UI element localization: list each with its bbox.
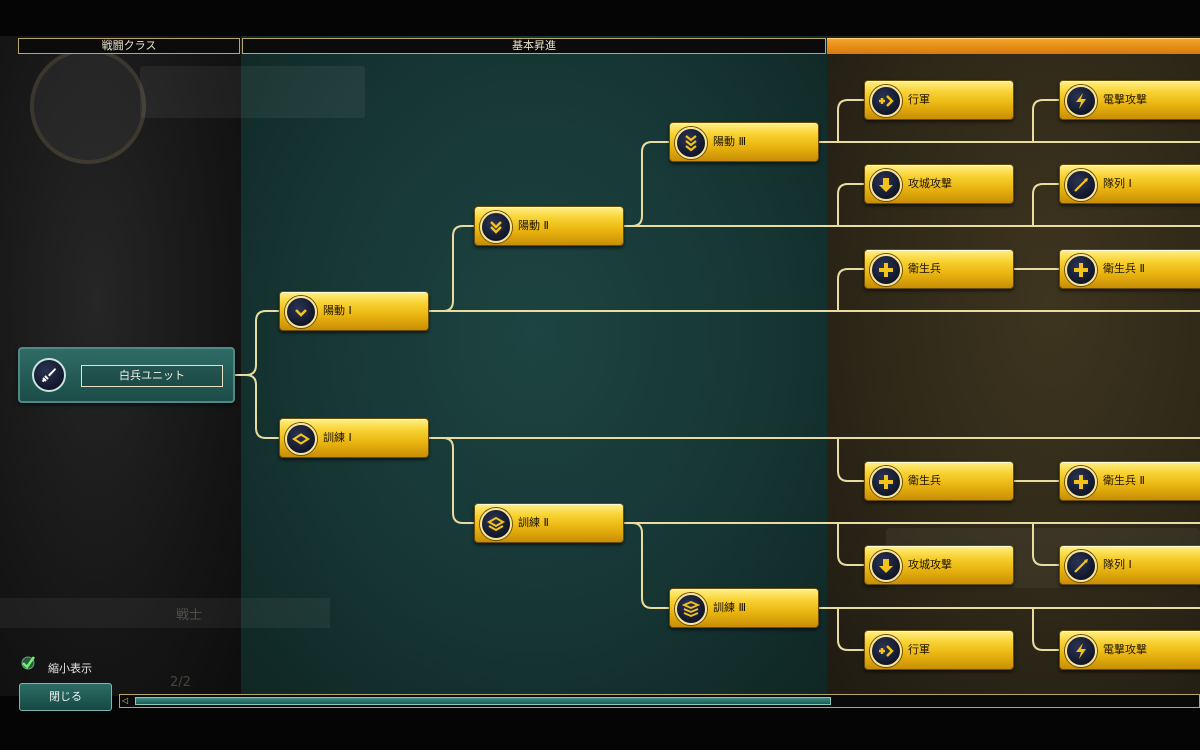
promotion-medic2-top[interactable]: 衛生兵 Ⅱ <box>1059 249 1200 289</box>
lightning-icon <box>1065 635 1097 667</box>
promotion-medic2-bottom[interactable]: 衛生兵 Ⅱ <box>1059 461 1200 501</box>
promotion-siege-bottom[interactable]: 攻城攻撃 <box>864 545 1014 585</box>
minimize-label: 縮小表示 <box>48 662 92 675</box>
promotion-blitz-bottom[interactable]: 電撃攻撃 <box>1059 630 1200 670</box>
promotion-label: 隊列 Ⅰ <box>1103 558 1132 571</box>
promotion-label: 衛生兵 Ⅱ <box>1103 262 1145 275</box>
promotion-label: 訓練 Ⅱ <box>518 516 549 529</box>
down-arrow-icon <box>870 169 902 201</box>
promotion-label: 行軍 <box>908 643 930 656</box>
promotion-cover-top[interactable]: 隊列 Ⅰ <box>1059 164 1200 204</box>
promotion-label: 電撃攻撃 <box>1103 93 1147 106</box>
background-unit-portrait <box>30 48 146 164</box>
promotion-march-top[interactable]: 行軍 <box>864 80 1014 120</box>
promotion-label: 陽動 Ⅱ <box>518 219 549 232</box>
root-unit-label: 白兵ユニット <box>81 365 223 387</box>
promotion-drill-1[interactable]: 訓練 Ⅰ <box>279 418 429 458</box>
promotion-label: 陽動 Ⅲ <box>713 135 747 148</box>
promotion-label: 行軍 <box>908 93 930 106</box>
background-unit-name: 戦士 <box>176 608 203 623</box>
plus-icon <box>870 466 902 498</box>
plus-arrow-icon <box>870 85 902 117</box>
promotion-label: 訓練 Ⅰ <box>323 431 352 444</box>
spear-icon <box>1065 169 1097 201</box>
promotion-label: 衛生兵 Ⅱ <box>1103 474 1145 487</box>
promotion-medic-top[interactable]: 衛生兵 <box>864 249 1014 289</box>
double-diamond-icon <box>480 508 512 540</box>
promotion-siege-top[interactable]: 攻城攻撃 <box>864 164 1014 204</box>
triple-diamond-icon <box>675 593 707 625</box>
promotion-label: 衛生兵 <box>908 474 941 487</box>
promotion-label: 電撃攻撃 <box>1103 643 1147 656</box>
diamond-icon <box>285 423 317 455</box>
header-basic-promotion: 基本昇進 <box>242 38 826 54</box>
minimize-checkbox[interactable] <box>20 655 36 671</box>
plus-icon <box>1065 254 1097 286</box>
promotion-label: 陽動 Ⅰ <box>323 304 352 317</box>
header-combat-class: 戦闘クラス <box>18 38 240 54</box>
plus-icon <box>1065 466 1097 498</box>
triple-chevron-icon <box>675 127 707 159</box>
horizontal-scrollbar[interactable]: ◁ <box>119 694 1200 708</box>
promotion-label: 訓練 Ⅲ <box>713 601 747 614</box>
double-chevron-icon <box>480 211 512 243</box>
promotion-label: 攻城攻撃 <box>908 558 952 571</box>
promotion-label: 衛生兵 <box>908 262 941 275</box>
sword-icon <box>32 358 66 392</box>
scroll-left-icon[interactable]: ◁ <box>122 696 129 705</box>
header-advanced-promotion <box>827 38 1200 54</box>
promotion-drill-2[interactable]: 訓練 Ⅱ <box>474 503 624 543</box>
background-pager: 2/2 <box>170 675 191 690</box>
plus-icon <box>870 254 902 286</box>
close-button[interactable]: 閉じる <box>19 683 112 711</box>
scroll-thumb[interactable] <box>135 697 831 705</box>
promotion-shock-3[interactable]: 陽動 Ⅲ <box>669 122 819 162</box>
promotion-shock-1[interactable]: 陽動 Ⅰ <box>279 291 429 331</box>
promotion-shock-2[interactable]: 陽動 Ⅱ <box>474 206 624 246</box>
promotion-cover-bottom[interactable]: 隊列 Ⅰ <box>1059 545 1200 585</box>
promotion-label: 攻城攻撃 <box>908 177 952 190</box>
promotion-drill-3[interactable]: 訓練 Ⅲ <box>669 588 819 628</box>
lightning-icon <box>1065 85 1097 117</box>
promotion-label: 隊列 Ⅰ <box>1103 177 1132 190</box>
promotion-march-bottom[interactable]: 行軍 <box>864 630 1014 670</box>
promotion-medic-bottom[interactable]: 衛生兵 <box>864 461 1014 501</box>
spear-icon <box>1065 550 1097 582</box>
right-background <box>827 36 1200 696</box>
chevron-down-icon <box>285 296 317 328</box>
promotion-blitz-top[interactable]: 電撃攻撃 <box>1059 80 1200 120</box>
melee-unit-root: 白兵ユニット <box>18 347 235 403</box>
down-arrow-icon <box>870 550 902 582</box>
background-unit-strip <box>140 66 365 118</box>
plus-arrow-icon <box>870 635 902 667</box>
background-unit-name-bar <box>0 598 330 628</box>
